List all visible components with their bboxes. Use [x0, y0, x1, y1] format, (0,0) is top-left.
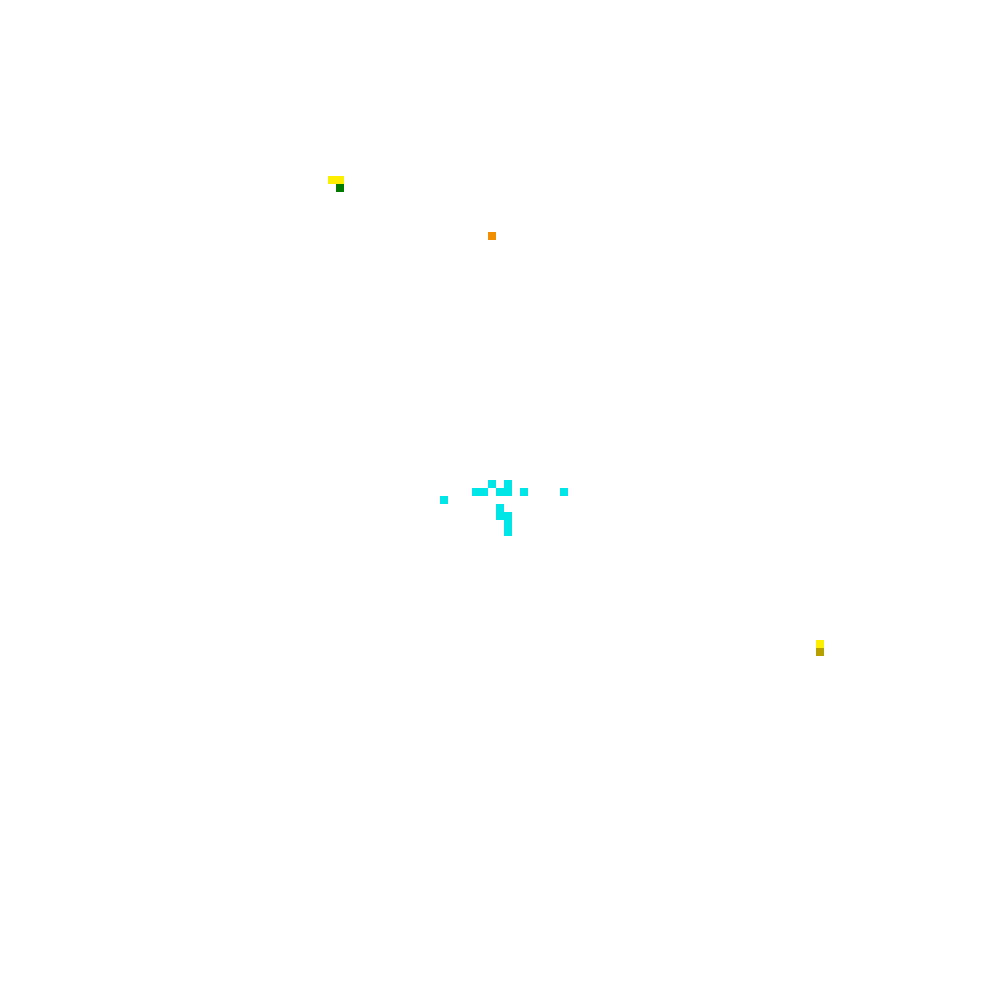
cyan-cell — [504, 480, 512, 488]
cyan-cell — [504, 528, 512, 536]
cyan-cell — [504, 512, 512, 520]
yellow-cell — [336, 176, 344, 184]
orange-cell — [488, 232, 496, 240]
green-cell — [336, 184, 344, 192]
cyan-cell — [472, 488, 480, 496]
cyan-cell — [504, 488, 512, 496]
cyan-cell — [496, 488, 504, 496]
yellow-cell — [328, 176, 336, 184]
cyan-cell — [480, 488, 488, 496]
cyan-cluster — [440, 480, 568, 536]
yellow-olive-cluster — [816, 640, 824, 656]
cyan-cell — [496, 504, 504, 512]
yellow-cell — [816, 640, 824, 648]
olive-cell — [816, 648, 824, 656]
cyan-cell — [440, 496, 448, 504]
orange-cell — [488, 232, 496, 240]
yellow-green-cluster — [328, 176, 344, 192]
cyan-cell — [488, 480, 496, 488]
cyan-cell — [504, 520, 512, 528]
cyan-cell — [520, 488, 528, 496]
cyan-cell — [496, 512, 504, 520]
cyan-cell — [560, 488, 568, 496]
